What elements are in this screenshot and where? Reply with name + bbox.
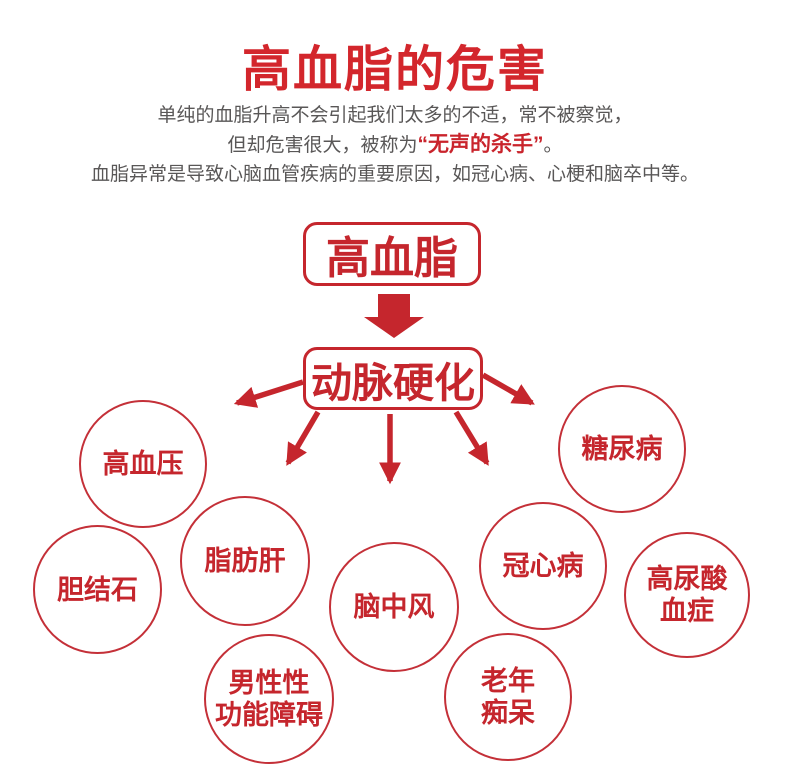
arrow-to-fatty-liver-icon (285, 410, 321, 466)
outcome-label: 脂肪肝 (204, 546, 286, 576)
intro-paragraph: 单纯的血脂升高不会引起我们太多的不适，常不被察觉， 但却危害很大，被称为“无声的… (0, 101, 790, 189)
intro-line-2-prefix: 但却危害很大，被称为 (227, 135, 418, 156)
outcome-label-line2: 痴呆 (481, 698, 535, 728)
outcome-label: 糖尿病 (581, 434, 663, 464)
arrow-to-diabetes-icon (481, 372, 535, 406)
outcome-label-line1: 高尿酸 (646, 564, 728, 594)
intro-line-2: 但却危害很大，被称为“无声的杀手”。 (0, 130, 790, 160)
outcome-label-line2: 功能障碍 (215, 700, 323, 730)
outcome-label: 高血压 (102, 449, 184, 479)
outcome-label-line2: 血症 (660, 596, 714, 626)
outcome-label: 胆结石 (57, 574, 138, 605)
outcome-circle-fatty-liver: 脂肪肝 (180, 496, 310, 626)
outcome-label-line1: 老年 (481, 666, 535, 696)
outcome-circle-stroke: 脑中风 (329, 542, 459, 672)
outcome-circle-gallstones: 胆结石 (33, 525, 162, 654)
node-hyperlipidemia: 高血脂 (303, 222, 481, 286)
node-hyperlipidemia-label: 高血脂 (326, 234, 458, 283)
outcome-circle-diabetes: 糖尿病 (558, 385, 686, 513)
intro-line-3: 血脂异常是导致心脑血管疾病的重要原因，如冠心病、心梗和脑卒中等。 (90, 164, 699, 185)
node-arteriosclerosis: 动脉硬化 (303, 347, 483, 410)
arrow-to-hypertension-icon (233, 379, 304, 408)
node-arteriosclerosis-label: 动脉硬化 (311, 359, 475, 406)
outcome-circle-senile-dementia: 老年 痴呆 (444, 633, 572, 761)
arrow-to-coronary-heart-disease-icon (453, 410, 490, 466)
outcome-circle-male-sexual-dysfunction: 男性性 功能障碍 (204, 634, 334, 764)
outcome-circle-hypertension: 高血压 (79, 400, 207, 528)
outcome-label: 冠心病 (502, 551, 584, 581)
down-block-arrow-icon (364, 294, 424, 338)
outcome-label-line1: 男性性 (228, 668, 310, 698)
intro-line-2-suffix: 。 (543, 135, 563, 156)
silent-killer-highlight: “无声的杀手” (417, 133, 544, 156)
intro-line-1: 单纯的血脂升高不会引起我们太多的不适，常不被察觉， (157, 105, 633, 126)
page-title: 高血脂的危害 (241, 43, 548, 97)
outcome-circle-coronary-heart-disease: 冠心病 (479, 502, 607, 630)
outcome-label: 脑中风 (353, 592, 435, 622)
outcome-circle-hyperuricemia: 高尿酸 血症 (624, 532, 750, 658)
